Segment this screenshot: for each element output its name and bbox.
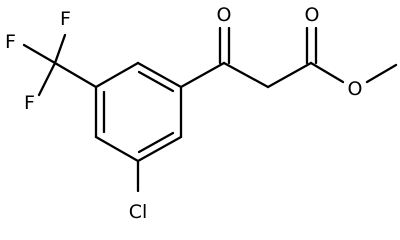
molecule-diagram: F F F Cl O O O (5, 4, 398, 223)
atom-label-f-lower-left: F (24, 92, 35, 114)
atom-label-f-upper-left: F (5, 31, 16, 53)
benzene-ring (94, 61, 183, 163)
atom-label-f-top: F (60, 8, 71, 30)
bond-c-f-upper-left (22, 43, 57, 65)
bond-ch2-ester-c (266, 61, 313, 89)
trifluoromethyl-group (22, 33, 98, 97)
atom-label-o-ester-ether: O (348, 78, 363, 100)
ring-inner-double-bottom (137, 131, 175, 154)
atom-label-o-ketone: O (217, 4, 232, 26)
bond-ring-cf3 (53, 61, 98, 89)
bond-carbonyl-ch2 (222, 61, 270, 89)
bond-o-methyl (365, 63, 398, 84)
atom-label-cl: Cl (129, 201, 148, 223)
bond-c-f-top (53, 33, 67, 65)
ring-bond-c4-c5 (136, 135, 183, 163)
ring-bond-c6-c1 (136, 61, 183, 89)
bond-ring-carbonyl (179, 61, 226, 89)
bond-ester-c-o (309, 61, 345, 84)
atom-label-o-ester-carbonyl: O (305, 4, 320, 26)
keto-ester-chain (179, 26, 398, 89)
ring-bond-c3-c4 (94, 135, 140, 163)
bond-c-f-lower-left (37, 61, 57, 97)
ring-inner-double-top (137, 70, 175, 93)
ring-bond-c1-c2 (94, 61, 140, 89)
